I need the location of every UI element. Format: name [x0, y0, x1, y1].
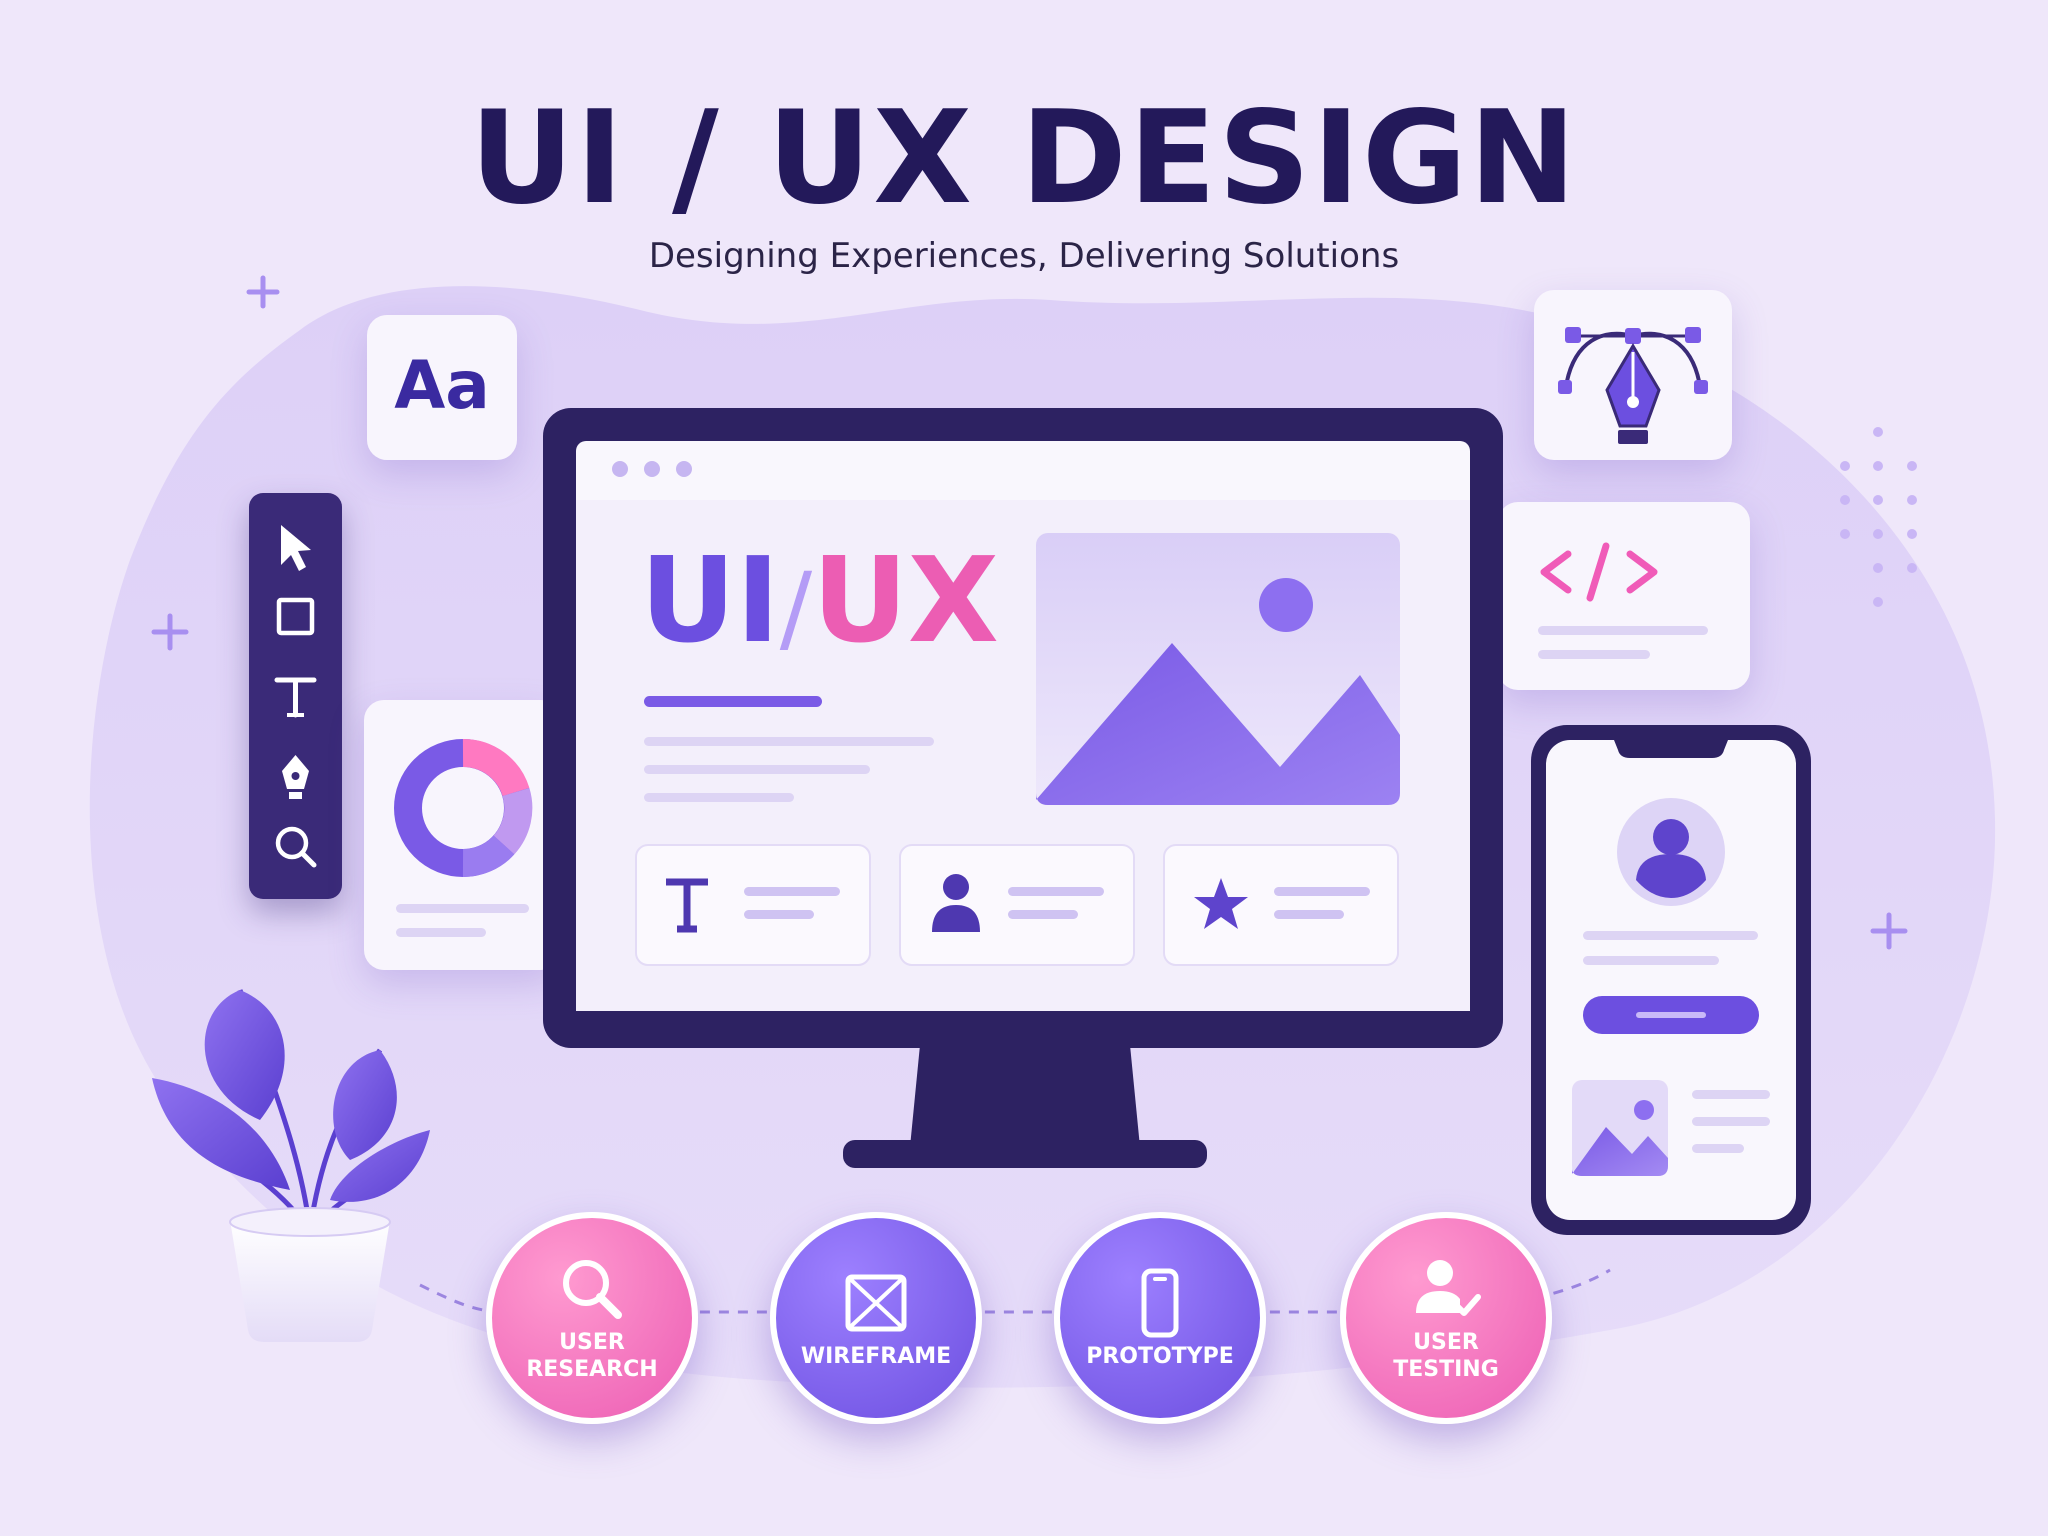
text-placeholder-line: [1692, 1090, 1770, 1099]
text-placeholder-line: [1538, 650, 1650, 659]
text-placeholder-line: [1538, 626, 1708, 635]
headline-separator: /: [779, 552, 813, 664]
headline-ui: UI: [640, 531, 780, 669]
code-card: [1498, 502, 1750, 690]
step-label: WIREFRAME: [800, 1343, 952, 1369]
page-subtitle: Designing Experiences, Delivering Soluti…: [648, 236, 1400, 276]
donut-chart-icon: [394, 738, 533, 878]
text-placeholder-line: [1583, 931, 1758, 940]
text-placeholder-line: [1583, 956, 1719, 965]
phone-icon: [1141, 1268, 1179, 1337]
feature-card-user: [899, 844, 1135, 966]
phone-image-placeholder: [1572, 1080, 1668, 1176]
screen-headline: UI/UX: [640, 535, 999, 665]
feature-card-star: [1163, 844, 1399, 966]
image-placeholder: [1036, 533, 1400, 805]
headline-ux: UX: [812, 531, 999, 669]
desktop-monitor: [543, 408, 1503, 1168]
search-icon: [563, 1260, 622, 1319]
wireframe-icon: [845, 1274, 907, 1331]
cursor-icon[interactable]: [281, 525, 311, 571]
step-wireframe[interactable]: WIREFRAME: [770, 1212, 982, 1424]
bezier-pen-icon: [1558, 327, 1708, 444]
text-placeholder-line: [396, 928, 486, 937]
text-placeholder-line: [1692, 1117, 1770, 1126]
step-label: PROTOTYPE: [1086, 1343, 1234, 1369]
search-icon[interactable]: [275, 826, 317, 868]
smartphone: [1531, 725, 1811, 1235]
step-prototype[interactable]: PROTOTYPE: [1054, 1212, 1266, 1424]
pen-icon[interactable]: [282, 755, 309, 799]
code-icon: [1540, 542, 1658, 602]
text-placeholder-line: [1692, 1144, 1744, 1153]
text-placeholder-line: [396, 904, 529, 913]
typography-label: Aa: [394, 347, 490, 424]
analytics-card: [364, 700, 561, 970]
potted-plant: [152, 989, 430, 1342]
profile-avatar: [1617, 798, 1725, 906]
user-check-icon: [1416, 1260, 1481, 1316]
feature-card-text: [635, 844, 871, 966]
vector-tool-card: [1534, 290, 1732, 460]
design-toolbar: [249, 493, 342, 899]
typography-card: Aa: [367, 315, 517, 460]
text-icon[interactable]: [274, 677, 317, 718]
rectangle-icon[interactable]: [276, 597, 315, 636]
page-title: UI / UX DESIGN: [469, 84, 1579, 233]
phone-button[interactable]: [1583, 996, 1759, 1034]
